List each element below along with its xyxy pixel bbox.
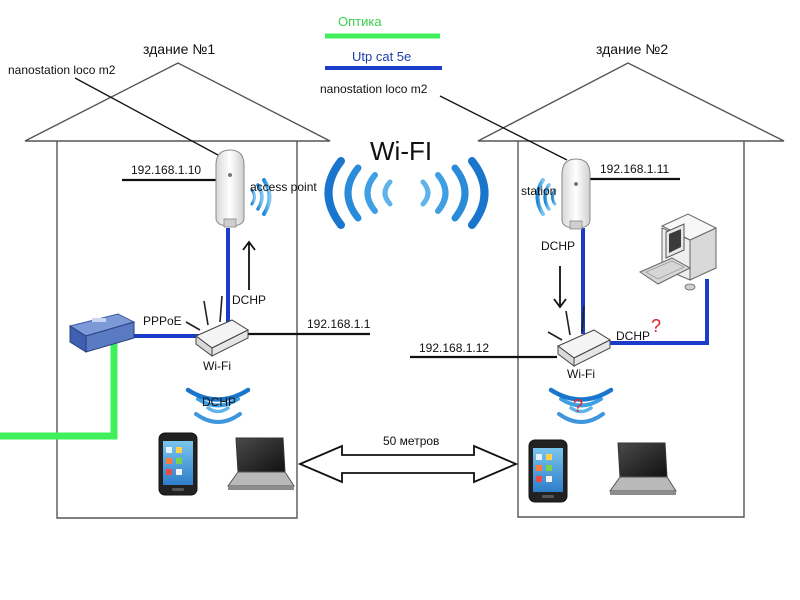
legend-fiber-label: Оптика bbox=[338, 14, 382, 29]
nanostation-station-icon bbox=[561, 158, 591, 230]
nanostation-ap-icon bbox=[215, 149, 245, 228]
distance-label: 50 метров bbox=[383, 434, 440, 448]
smartphone-2-icon bbox=[528, 439, 568, 503]
fiber-cable bbox=[0, 343, 118, 440]
router-1-wifi-waves-icon bbox=[185, 387, 251, 424]
distance-double-arrow-icon bbox=[297, 444, 519, 484]
building-2-dhcp-label: DCHP bbox=[541, 239, 576, 253]
dhcp-down-arrow-icon bbox=[553, 266, 567, 309]
building-2-device-note: nanostation loco m2 bbox=[320, 82, 428, 96]
laptop-2-icon bbox=[609, 442, 677, 495]
pc-dhcp-label: DCHP bbox=[616, 329, 651, 343]
router-1-icon bbox=[185, 295, 250, 357]
smartphone-1-icon bbox=[158, 432, 198, 496]
building-1-note-pointer bbox=[74, 77, 219, 156]
router-2-icon bbox=[547, 305, 612, 367]
wifi-question-mark: ? bbox=[573, 396, 584, 416]
router-2-wifi-waves-icon bbox=[548, 387, 614, 424]
building-1-dhcp-label: DCHP bbox=[232, 293, 267, 307]
laptop-1-icon bbox=[227, 437, 295, 490]
wifi-link-waves-right-icon bbox=[420, 157, 489, 229]
media-converter-icon bbox=[68, 313, 136, 353]
station-mode-label: station bbox=[521, 184, 557, 198]
ap-mode-label: access point bbox=[250, 180, 317, 194]
ap-ip-label: 192.168.1.10 bbox=[131, 163, 202, 177]
building-2-house-icon bbox=[477, 62, 785, 518]
pppoe-label: PPPoE bbox=[143, 314, 182, 328]
router-2-label: Wi-Fi bbox=[567, 367, 595, 381]
building-1-device-note: nanostation loco m2 bbox=[8, 63, 116, 77]
router-1-label: Wi-Fi bbox=[203, 359, 231, 373]
building-2-title: здание №2 bbox=[596, 41, 669, 57]
ap-wifi-waves-icon bbox=[250, 178, 272, 216]
router-2-ip-label: 192.168.1.12 bbox=[419, 341, 490, 355]
router-1-wifi-dhcp-label: DCHP bbox=[202, 395, 237, 409]
router-1-ip-label: 192.168.1.1 bbox=[307, 317, 371, 331]
station-wifi-waves-icon bbox=[535, 178, 557, 216]
dhcp-up-arrow-icon bbox=[242, 240, 256, 290]
pc-question-mark: ? bbox=[651, 316, 662, 336]
wifi-link-waves-left-icon bbox=[324, 157, 393, 229]
building-1-house-icon bbox=[24, 62, 331, 519]
station-ip-label: 192.168.1.11 bbox=[600, 162, 670, 176]
legend-utp-label: Utp cat 5e bbox=[352, 49, 412, 64]
desktop-pc-icon bbox=[638, 213, 718, 291]
building-2-note-pointer bbox=[439, 95, 568, 161]
building-1-title: здание №1 bbox=[143, 41, 216, 57]
wifi-link-label: Wi-FI bbox=[370, 136, 433, 166]
utp-router-to-pc bbox=[604, 279, 709, 345]
